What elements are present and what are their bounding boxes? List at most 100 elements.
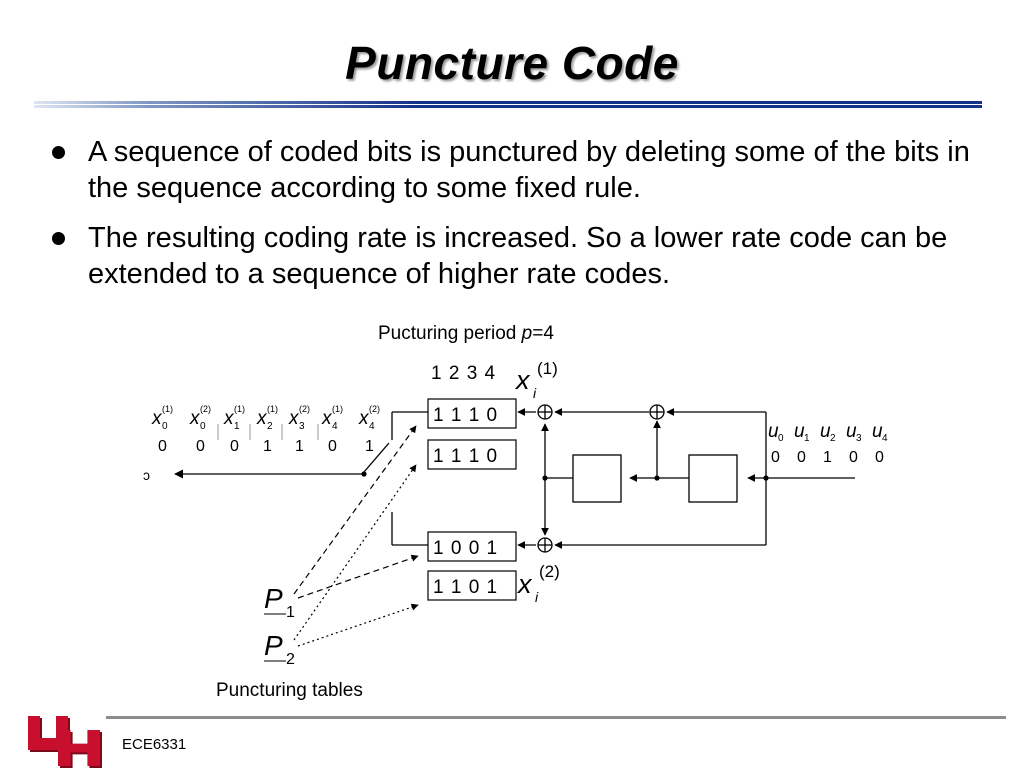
bullet-item: A sequence of coded bits is punctured by… <box>46 134 996 206</box>
bullet-dot-icon <box>52 146 65 159</box>
table-box-p1-row2 <box>427 531 517 562</box>
junction-dots <box>361 471 769 481</box>
output-symbol-subscript: 0 <box>200 421 206 432</box>
output-symbol-value: 1 <box>295 438 304 455</box>
column-numbers: 1 2 3 4 <box>431 363 496 384</box>
output-label-x1-sub: i <box>533 385 537 401</box>
output-symbol-letter: x <box>321 408 333 429</box>
table-p2-row1-text: 1 1 1 0 <box>433 446 498 467</box>
bullet-list: A sequence of coded bits is punctured by… <box>46 134 996 306</box>
p1-sub: 1 <box>286 604 295 621</box>
puncturing-period-label: Pucturing period p=4 <box>378 323 554 344</box>
xor-adder-icon <box>649 404 665 420</box>
output-symbol-subscript: 4 <box>332 421 338 432</box>
output-symbol-value: 0 <box>196 438 205 455</box>
table-p1-row1-text: 1 1 1 0 <box>433 405 498 426</box>
input-symbol-subscript: 1 <box>804 433 810 444</box>
bullet-item: The resulting coding rate is increased. … <box>46 220 996 292</box>
input-symbol-subscript: 0 <box>778 433 784 444</box>
university-logo-icon <box>28 716 102 768</box>
input-symbol-value: 1 <box>823 449 832 466</box>
output-symbol-superscript: (1) <box>234 404 245 414</box>
output-symbol-letter: x <box>189 408 201 429</box>
output-symbol: x(1) 2 1 <box>256 404 278 455</box>
table-p1-row2-text: 1 0 0 1 <box>433 538 498 559</box>
table-p2-row2-text: 1 1 0 1 <box>433 577 498 598</box>
table-box-p2-row1 <box>427 439 517 470</box>
output-symbol: x(1)40 <box>321 404 343 455</box>
p1-label: P <box>264 583 283 614</box>
xor-adder-icon <box>537 404 553 420</box>
input-symbol-letter: u <box>794 421 805 442</box>
title-divider <box>34 101 982 108</box>
output-symbol-superscript: (1) <box>332 404 343 414</box>
p1-dashed-connectors <box>293 425 419 599</box>
p2-label: P <box>264 630 283 661</box>
output-symbol-letter: x <box>223 408 235 429</box>
output-symbol-subscript: 2 <box>267 421 273 432</box>
output-symbol-superscript: (2) <box>200 404 211 414</box>
input-symbol-subscript: 4 <box>882 433 888 444</box>
output-arrow-label: ɔ <box>143 467 150 483</box>
input-symbol-subscript: 2 <box>830 433 836 444</box>
input-symbol-value: 0 <box>875 449 884 466</box>
output-symbol: x(1) 1 0 <box>223 404 245 455</box>
output-label-x2-sub: i <box>535 589 539 605</box>
output-sequence: x(1)00x(2)00x(1)10x(1)21x(2)31x(1)40x(2)… <box>151 404 380 455</box>
output-symbol-subscript: 3 <box>299 421 305 432</box>
puncturing-tables-caption: Puncturing tables <box>216 680 363 701</box>
sequence-dividers <box>217 424 319 440</box>
xor-adder-icon <box>537 537 553 553</box>
output-symbol: x(1) 0 0 <box>151 404 173 455</box>
output-symbol-superscript: (2) <box>369 404 380 414</box>
input-symbol-letter: u <box>872 421 883 442</box>
output-symbol-value: 0 <box>230 438 239 455</box>
shift-register-1 <box>572 454 622 503</box>
input-symbol-value: 0 <box>849 449 858 466</box>
output-label-x2-sup: (2) <box>539 562 560 581</box>
p2-dotted-connectors <box>293 464 419 647</box>
output-symbol-value: 1 <box>263 438 272 455</box>
output-symbol: x(2) 0 0 <box>189 404 211 455</box>
output-symbol-letter: x <box>256 408 268 429</box>
bullet-text: The resulting coding rate is increased. … <box>88 222 948 290</box>
output-symbol-superscript: (1) <box>162 404 173 414</box>
output-symbol: x(2)41 <box>358 404 380 455</box>
input-symbol-letter: u <box>820 421 831 442</box>
output-symbol-letter: x <box>151 408 163 429</box>
bullet-text: A sequence of coded bits is punctured by… <box>88 136 970 204</box>
output-symbol-subscript: 0 <box>162 421 168 432</box>
output-symbol-superscript: (1) <box>267 404 278 414</box>
shift-register-2 <box>688 454 738 503</box>
input-symbol-value: 0 <box>771 449 780 466</box>
course-code: ECE6331 <box>122 736 187 753</box>
output-label-x1: x <box>514 365 531 395</box>
bullet-dot-icon <box>52 232 65 245</box>
input-symbol-letter: u <box>768 421 779 442</box>
output-symbol: x(2) 3 1 <box>288 404 310 455</box>
table-box-p2-row2 <box>427 570 517 601</box>
output-symbol-superscript: (2) <box>299 404 310 414</box>
input-symbol-letter: u <box>846 421 857 442</box>
input-symbol-subscript: 3 <box>856 433 862 444</box>
output-symbol-letter: x <box>288 408 300 429</box>
output-symbol-subscript: 1 <box>234 421 240 432</box>
output-symbol-subscript: 4 <box>369 421 375 432</box>
logo-h-letter <box>58 730 100 766</box>
footer-divider <box>106 716 1006 719</box>
output-symbol-value: 0 <box>158 438 167 455</box>
output-label-x1-sup: (1) <box>537 359 558 378</box>
slide-title: Puncture Code <box>345 37 679 89</box>
output-symbol-letter: x <box>358 408 370 429</box>
input-symbol-value: 0 <box>797 449 806 466</box>
p2-sub: 2 <box>286 651 295 668</box>
encoder-wiring <box>174 408 855 549</box>
table-box-p1-row1 <box>427 398 517 429</box>
